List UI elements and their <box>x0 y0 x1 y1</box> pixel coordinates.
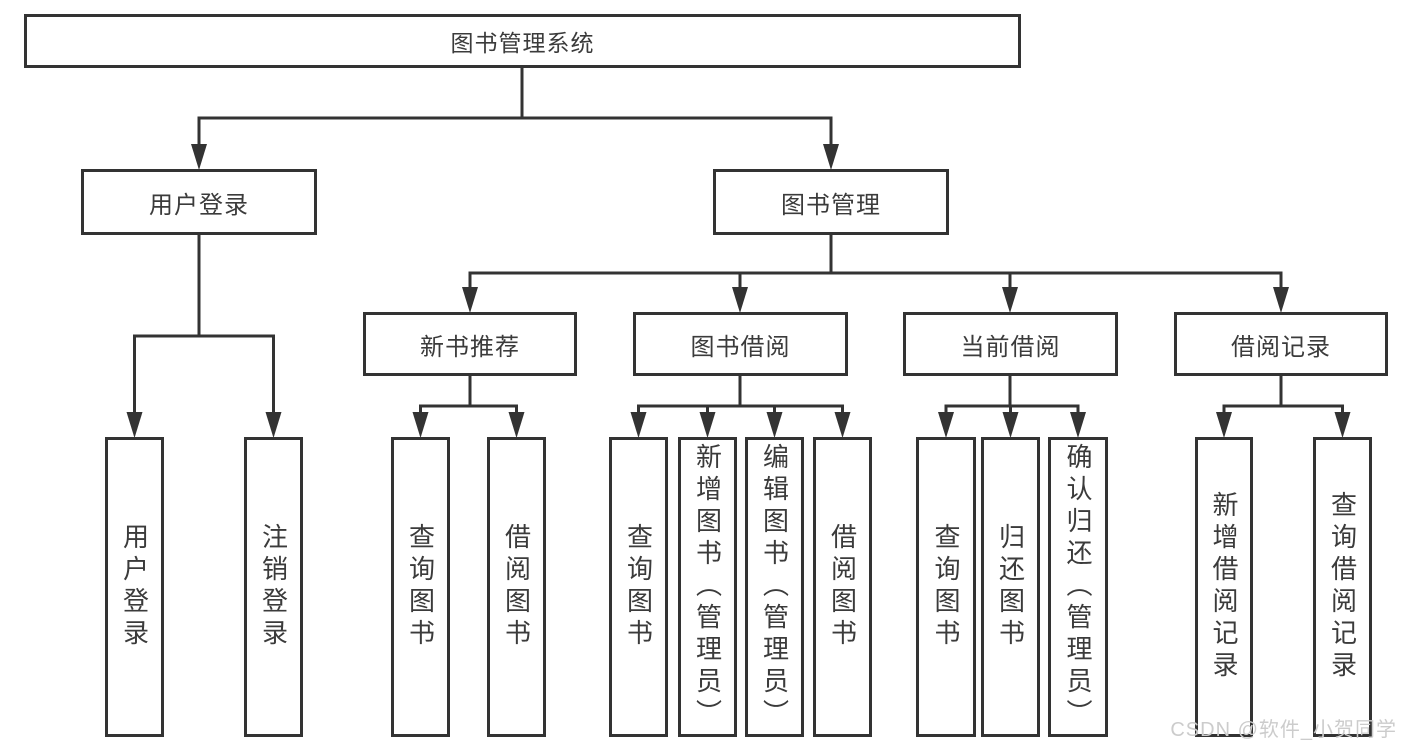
node-book-management-label: 图书管理 <box>781 191 881 219</box>
leaf-logout-login-label: 注销登录 <box>258 523 289 651</box>
leaf-nbr-query-books: 查询图书 <box>391 437 450 737</box>
node-book-borrow-label: 图书借阅 <box>690 333 791 361</box>
leaf-logout-login: 注销登录 <box>244 437 303 737</box>
node-current-borrow: 当前借阅 <box>903 312 1118 376</box>
leaf-user-login: 用户登录 <box>105 437 164 737</box>
leaf-nbr-borrow-books-label: 借阅图书 <box>501 523 532 651</box>
leaf-br-query-record-label: 查询借阅记录 <box>1327 491 1358 683</box>
leaf-bb-edit-books-admin: 编辑图书（管理员） <box>745 437 804 737</box>
node-root: 图书管理系统 <box>24 14 1021 68</box>
node-book-management: 图书管理 <box>713 169 949 235</box>
leaf-nbr-query-books-label: 查询图书 <box>405 523 436 651</box>
node-borrow-records: 借阅记录 <box>1174 312 1388 376</box>
connector-book-borrow-branch <box>630 376 851 438</box>
leaf-cb-query-books: 查询图书 <box>916 437 976 737</box>
leaf-bb-query-books-label: 查询图书 <box>623 523 654 651</box>
leaf-bb-add-books-admin: 新增图书（管理员） <box>678 437 737 737</box>
leaf-nbr-borrow-books: 借阅图书 <box>487 437 546 737</box>
leaf-br-add-record-label: 新增借阅记录 <box>1209 491 1239 683</box>
node-new-book-recommend-label: 新书推荐 <box>420 333 520 361</box>
node-new-book-recommend: 新书推荐 <box>363 312 577 376</box>
connector-root-to-level2 <box>191 68 839 170</box>
connector-book-management-branch <box>462 235 1289 313</box>
leaf-user-login-label: 用户登录 <box>119 523 150 651</box>
connector-current-borrow-branch <box>938 376 1086 438</box>
leaf-cb-return-books-label: 归还图书 <box>995 523 1026 651</box>
node-user-login-label: 用户登录 <box>149 191 249 219</box>
leaf-cb-confirm-return-admin: 确认归还（管理员） <box>1048 437 1108 737</box>
leaf-bb-add-books-admin-label: 新增图书（管理员） <box>692 443 723 731</box>
node-current-borrow-label: 当前借阅 <box>960 333 1061 361</box>
connector-user-login-branch <box>126 235 282 438</box>
node-user-login: 用户登录 <box>81 169 317 235</box>
leaf-br-query-record: 查询借阅记录 <box>1313 437 1372 737</box>
leaf-cb-query-books-label: 查询图书 <box>931 523 961 651</box>
leaf-br-add-record: 新增借阅记录 <box>1195 437 1253 737</box>
csdn-watermark: CSDN @软件_小贺同学 <box>1170 719 1397 741</box>
leaf-bb-edit-books-admin-label: 编辑图书（管理员） <box>759 443 790 731</box>
leaf-cb-return-books: 归还图书 <box>981 437 1040 737</box>
node-borrow-records-label: 借阅记录 <box>1231 333 1331 361</box>
connector-new-book-recommend-branch <box>412 376 525 438</box>
leaf-bb-query-books: 查询图书 <box>609 437 668 737</box>
leaf-cb-confirm-return-admin-label: 确认归还（管理员） <box>1063 443 1093 731</box>
connector-borrow-records-branch <box>1216 376 1351 438</box>
leaf-bb-borrow-books: 借阅图书 <box>813 437 872 737</box>
leaf-bb-borrow-books-label: 借阅图书 <box>827 523 858 651</box>
node-book-borrow: 图书借阅 <box>633 312 848 376</box>
node-root-label: 图书管理系统 <box>450 30 595 56</box>
